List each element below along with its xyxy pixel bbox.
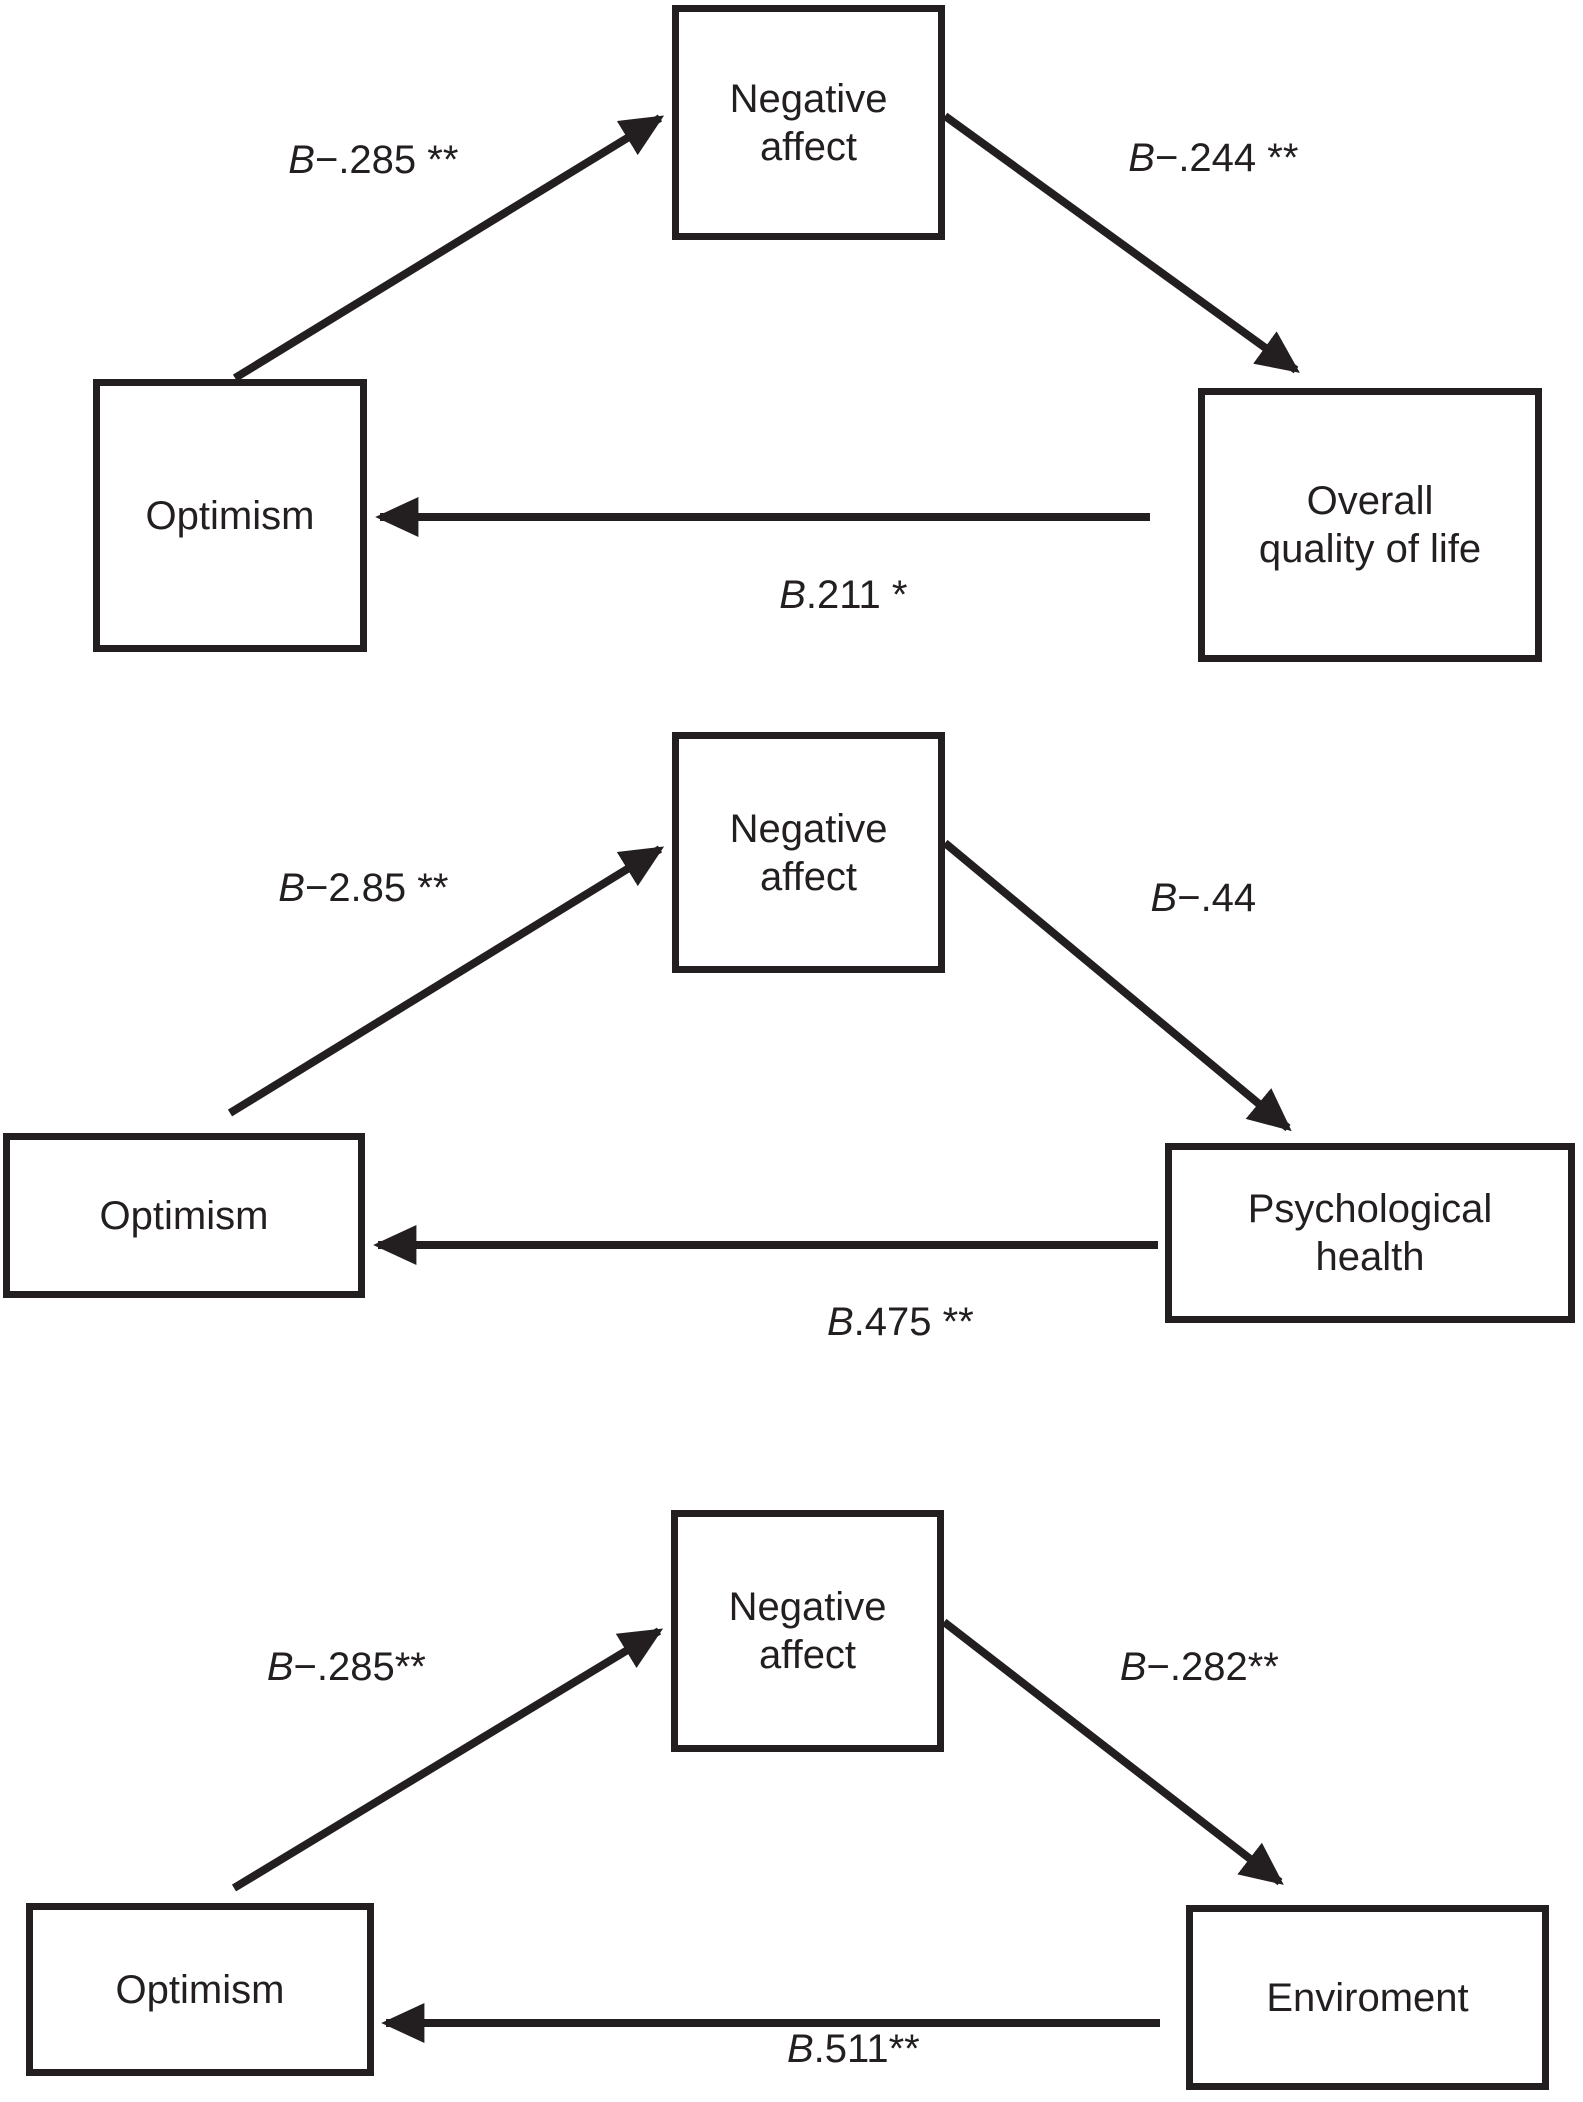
box-label-line: Overall [1306, 479, 1434, 523]
coefficient-symbol: B [1119, 1645, 1147, 1689]
box-label-line: Negative [729, 76, 888, 121]
box-label-line: Optimism [115, 1967, 285, 2012]
coefficient-value: −.244 ** [1154, 136, 1299, 180]
path-c-coefficient-3: B.511** [720, 1983, 920, 2102]
coefficient-value: .475 ** [853, 1300, 974, 1344]
box-negative-affect-3: Negative affect [671, 1510, 944, 1752]
coefficient-symbol: B [786, 2027, 814, 2071]
box-label-line: affect [759, 854, 858, 899]
box-label-line: Optimism [145, 493, 315, 538]
arrow-negative-affect-to-overall-quality-of-life [942, 112, 1300, 374]
path-c-coefficient-1: B.211 * [713, 529, 908, 661]
coefficient-value: .511** [813, 2027, 920, 2071]
box-label-line: affect [758, 1633, 857, 1677]
arrow-negative-affect-to-enviroment [941, 1618, 1284, 1886]
box-label-line: affect [759, 124, 858, 169]
coefficient-value: −.44 [1177, 876, 1257, 920]
box-enviroment: Enviroment [1186, 1905, 1549, 2090]
box-label-line: Negative [728, 1585, 887, 1629]
box-optimism-2: Optimism [3, 1133, 365, 1298]
coefficient-symbol: B [826, 1300, 854, 1344]
box-optimism-3: Optimism [26, 1903, 374, 2076]
coefficient-value: .211 * [805, 573, 908, 617]
box-negative-affect-2: Negative affect [672, 732, 945, 973]
coefficient-symbol: B [266, 1645, 294, 1689]
coefficient-symbol: B [288, 138, 315, 182]
arrow-optimism-to-negative-affect-3 [231, 1627, 664, 1892]
box-psychological-health: Psychological health [1165, 1143, 1575, 1323]
coefficient-symbol: B [1150, 876, 1178, 920]
arrow-negative-affect-to-psychological-health [942, 839, 1292, 1132]
coefficient-value: −2.85 ** [304, 866, 449, 910]
arrow-optimism-to-negative-affect-1 [232, 114, 665, 382]
box-label-line: Optimism [99, 1193, 269, 1238]
box-label-line: Negative [729, 806, 888, 851]
box-label-line: health [1315, 1235, 1425, 1279]
box-label-line: Psychological [1247, 1187, 1493, 1231]
path-b-coefficient-2: B−.44 [1084, 832, 1257, 964]
box-label-line: quality of life [1258, 527, 1482, 571]
box-overall-quality-of-life: Overall quality of life [1198, 388, 1542, 662]
box-optimism-1: Optimism [93, 379, 367, 652]
path-a-coefficient-3: B−.285** [200, 1601, 426, 1733]
arrow-optimism-to-negative-affect-2 [227, 845, 665, 1117]
box-negative-affect-1: Negative affect [672, 5, 945, 240]
coefficient-value: −.282** [1146, 1645, 1279, 1689]
coefficient-value: −.285** [293, 1645, 426, 1689]
coefficient-symbol: B [779, 573, 806, 617]
coefficient-symbol: B [1128, 136, 1155, 180]
path-b-coefficient-3: B−.282** [1053, 1601, 1279, 1733]
coefficient-symbol: B [278, 866, 305, 910]
path-a-coefficient-1: B−.285 ** [222, 94, 459, 226]
path-b-coefficient-1: B−.244 ** [1062, 92, 1299, 224]
path-a-coefficient-2: B−2.85 ** [212, 822, 449, 954]
path-c-coefficient-2: B.475 ** [760, 1256, 974, 1388]
coefficient-value: −.285 ** [314, 138, 459, 182]
box-label-line: Enviroment [1266, 1975, 1469, 2020]
